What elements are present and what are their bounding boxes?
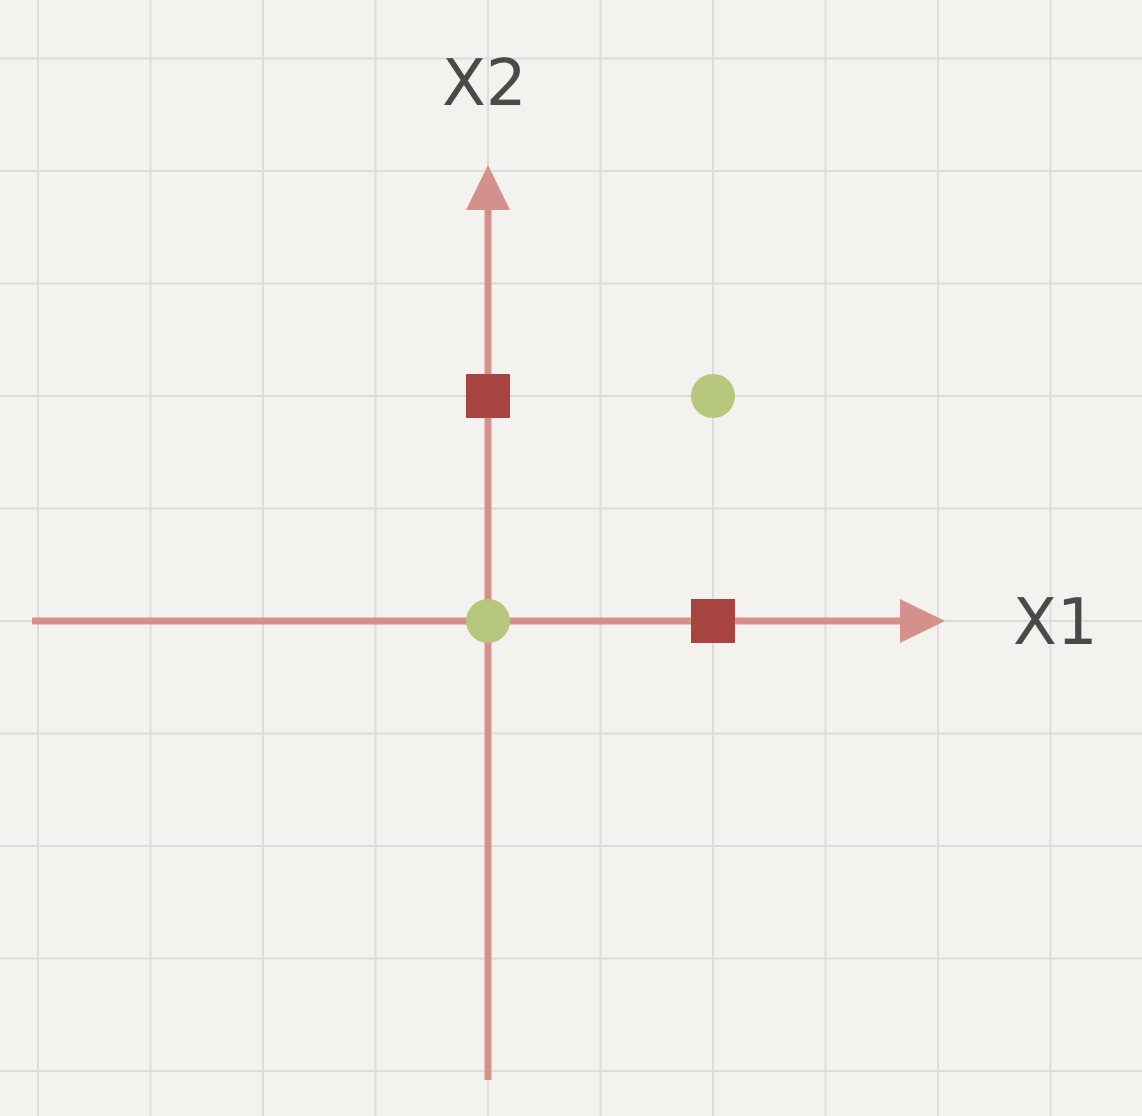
- data-point-circle: [691, 374, 735, 418]
- data-point-square: [466, 374, 510, 418]
- y-axis-arrowhead: [466, 165, 510, 210]
- x-axis-arrowhead: [900, 599, 945, 643]
- data-point-circle: [466, 599, 510, 643]
- data-point-square: [691, 599, 735, 643]
- x-axis-label: X1: [1013, 586, 1098, 660]
- data-points: [466, 374, 735, 643]
- y-axis-label: X2: [442, 47, 527, 121]
